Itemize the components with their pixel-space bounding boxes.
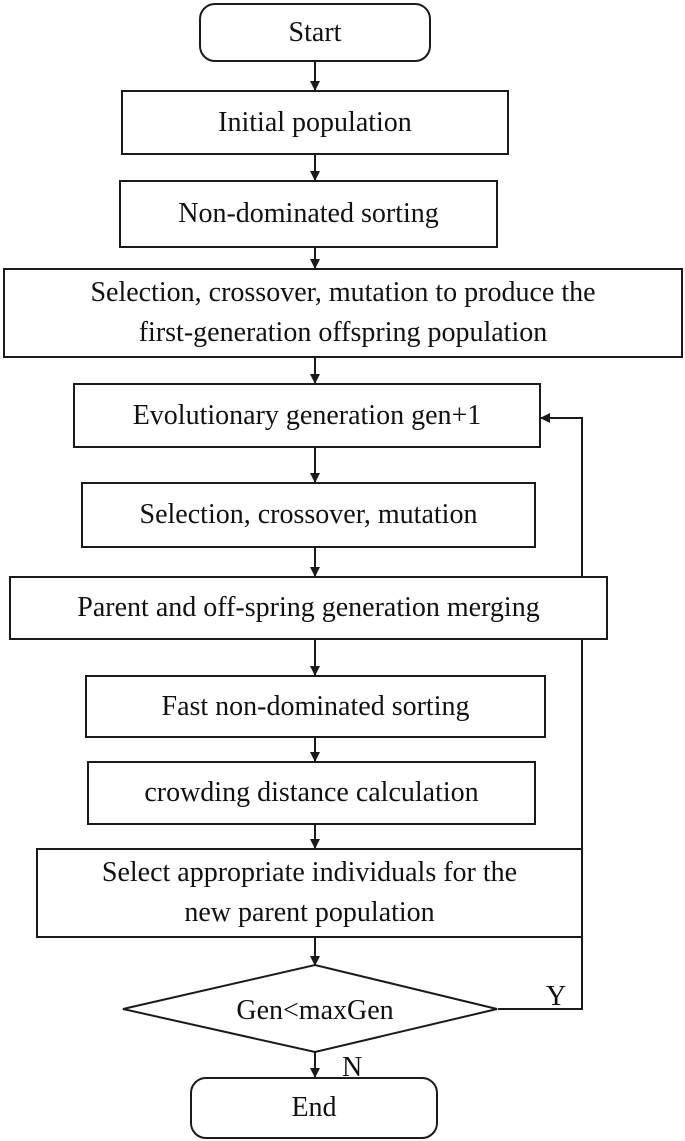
merging-label: Parent and off-spring generation merging [77, 592, 540, 623]
first-offspring-label-line1: Selection, crossover, mutation to produc… [90, 277, 596, 308]
crowding-distance-label: crowding distance calculation [144, 777, 479, 808]
merging-box: Parent and off-spring generation merging [9, 576, 608, 640]
non-dominated-sorting-label: Non-dominated sorting [178, 198, 439, 229]
decision-label: Gen<maxGen [236, 995, 394, 1026]
select-individuals-box: Select appropriate individuals for the n… [36, 848, 583, 938]
crowding-distance-box: crowding distance calculation [87, 761, 536, 825]
select-individuals-label-line2: new parent population [184, 897, 435, 928]
evolutionary-generation-box: Evolutionary generation gen+1 [73, 383, 541, 448]
decision-diamond [122, 963, 498, 1054]
fast-sorting-label: Fast non-dominated sorting [161, 690, 470, 722]
non-dominated-sorting-box: Non-dominated sorting [119, 180, 498, 248]
fast-sorting-box: Fast non-dominated sorting [85, 675, 546, 738]
loop-back-arrow [498, 413, 583, 1010]
evolutionary-generation-label: Evolutionary generation gen+1 [132, 399, 482, 431]
end-label: End [291, 1092, 337, 1123]
no-branch-label: N [342, 1052, 363, 1083]
end-node: End [190, 1077, 438, 1139]
start-node: Start [199, 3, 431, 62]
yes-branch-label: Y [546, 981, 567, 1012]
selection-crossover-mutation-box: Selection, crossover, mutation [81, 482, 536, 548]
initial-population-box: Initial population [121, 90, 509, 155]
select-individuals-label-line1: Select appropriate individuals for the [101, 857, 518, 888]
initial-population-label: Initial population [218, 106, 412, 138]
start-label: Start [288, 16, 342, 48]
first-offspring-box: Selection, crossover, mutation to produc… [3, 268, 683, 358]
first-offspring-label-line2: first-generation offspring population [138, 317, 548, 348]
selection-crossover-mutation-label: Selection, crossover, mutation [139, 499, 478, 530]
